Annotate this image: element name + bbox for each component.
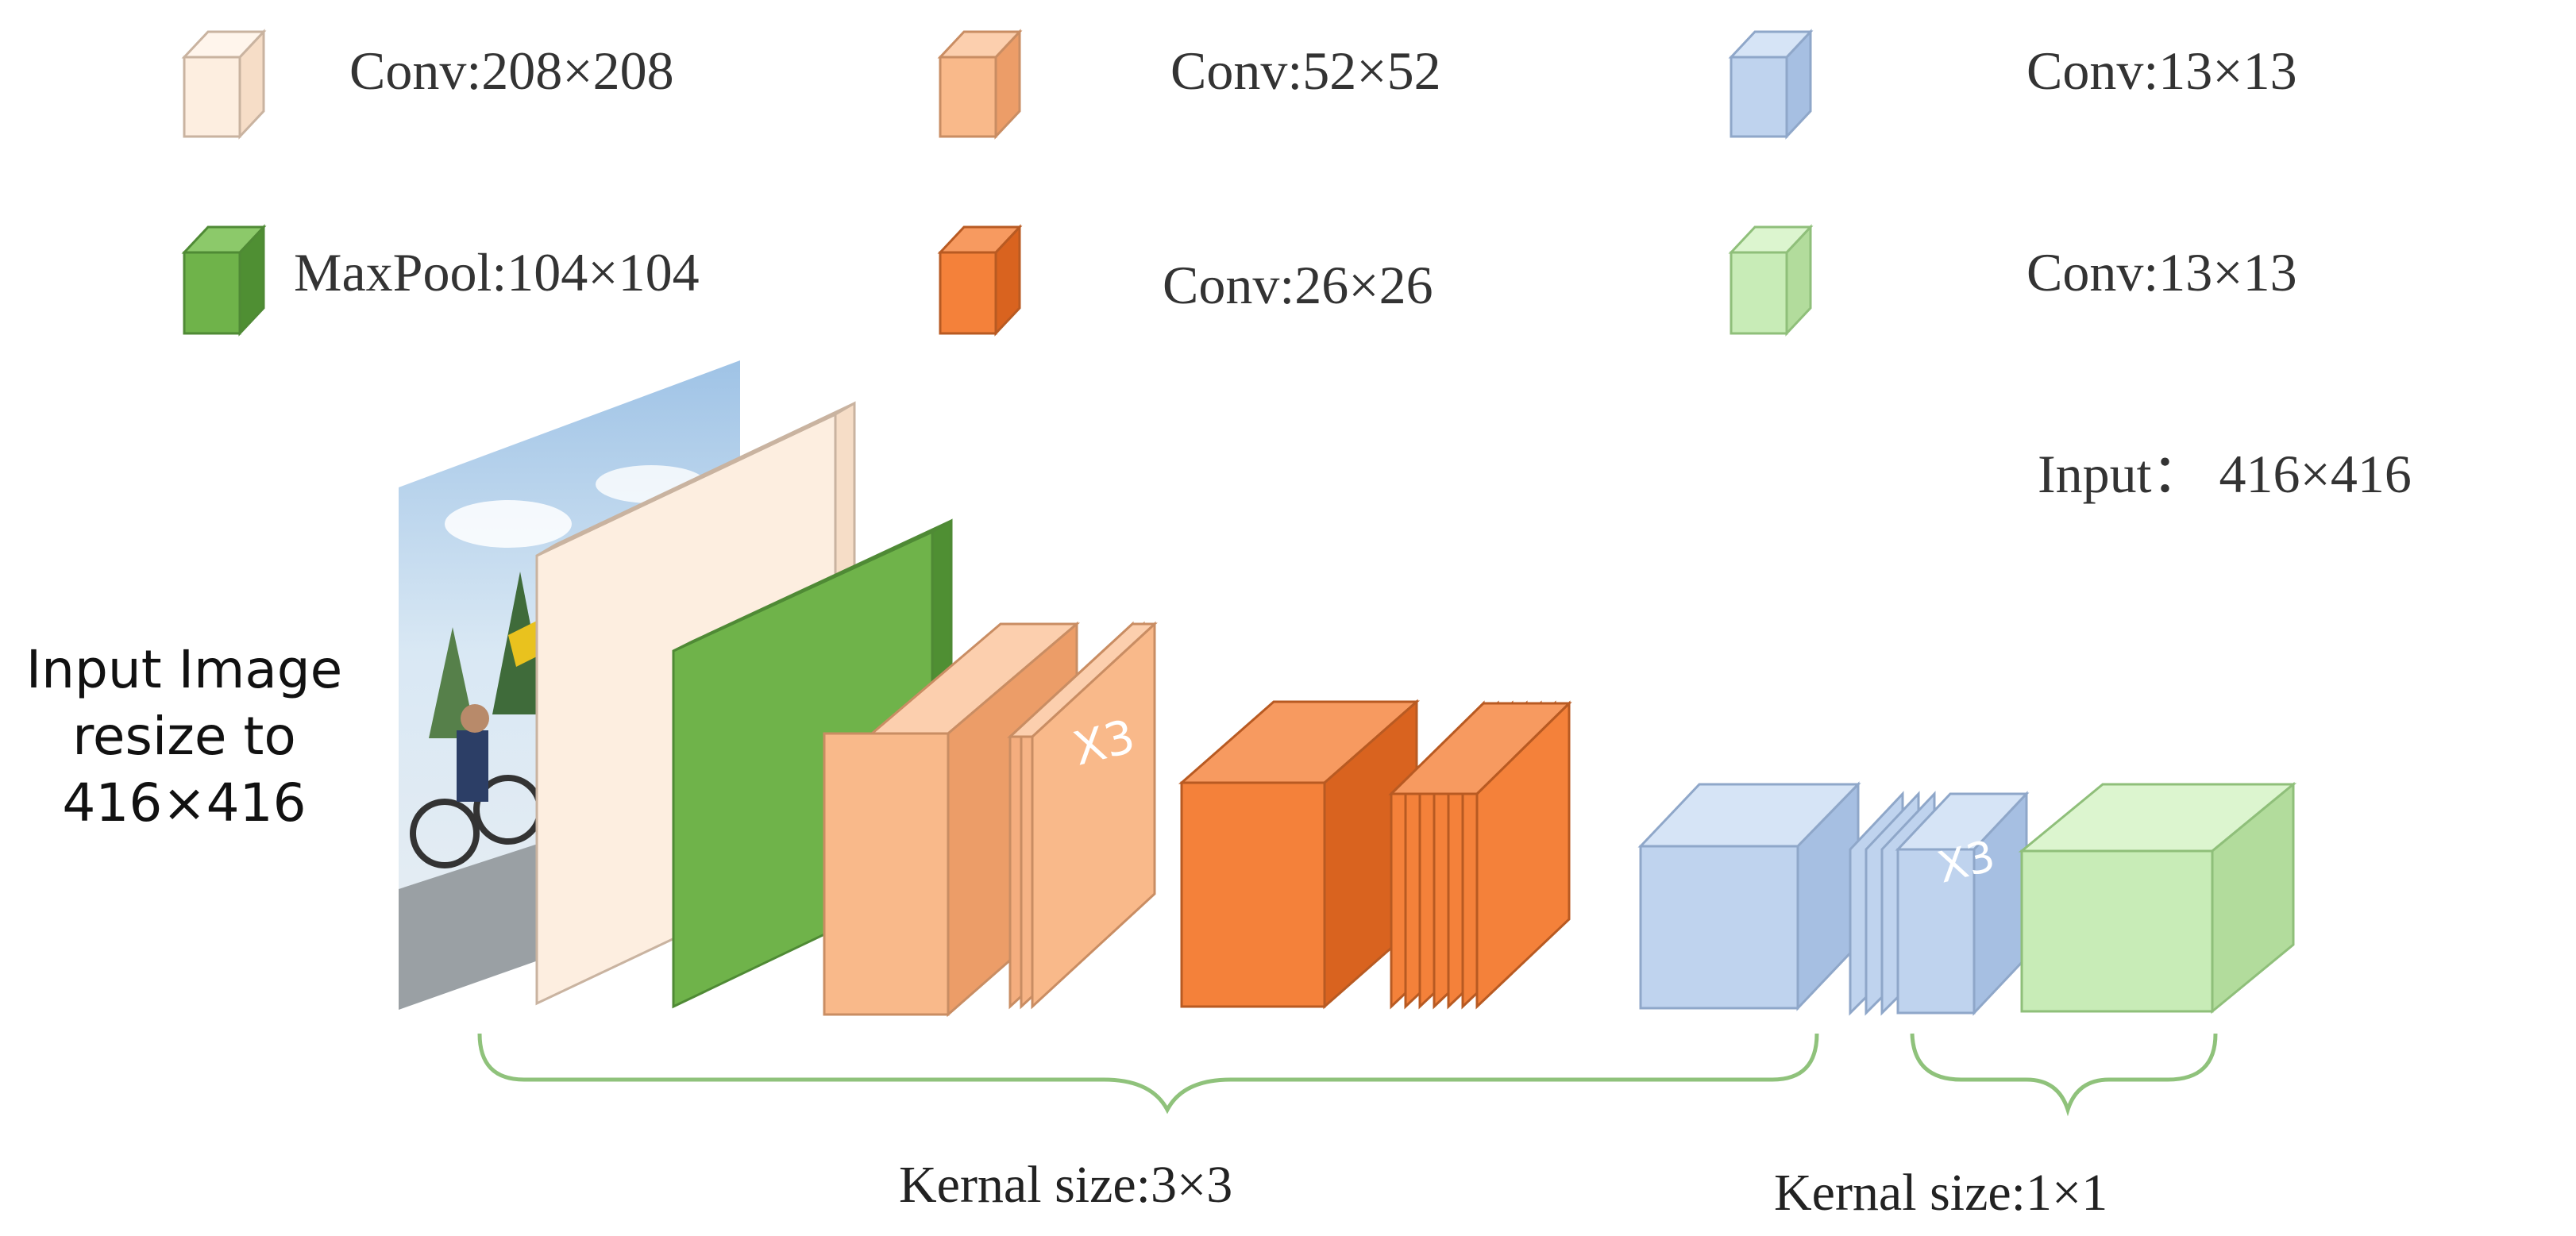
input-image-label-line2: resize to <box>72 706 296 767</box>
layer-conv26-stack: X7 <box>1388 700 1656 1010</box>
legend-label-conv13-green: Conv:13×13 <box>2026 242 2297 302</box>
kernel-label-1x1: Kernal size:1×1 <box>1774 1164 2107 1222</box>
input-image-label-line1: Input Image <box>26 639 343 700</box>
brace-kernel-3x3 <box>477 1033 1819 1115</box>
kernel-label-3x3: Kernal size:3×3 <box>899 1156 1232 1214</box>
legend-label-conv52: Conv:52×52 <box>1170 40 1441 101</box>
brace-kernel-1x1 <box>1910 1033 2218 1117</box>
legend-label-conv13-blue: Conv:13×13 <box>2026 40 2297 101</box>
legend-label-conv26: Conv:26×26 <box>1163 255 1433 315</box>
layer-conv52-stack: X3 <box>1007 621 1158 1010</box>
input-image-label: Input Image resize to 416×416 <box>26 639 343 834</box>
input-image-label-line3: 416×416 <box>62 772 306 834</box>
legend-swatch-conv52 <box>937 29 1023 140</box>
legend-label-maxpool: MaxPool:104×104 <box>294 242 700 302</box>
layer-conv13-green <box>2018 781 2297 1015</box>
layer-conv13-blue <box>1637 781 1861 1011</box>
repeat-label-conv26: X7 <box>1584 774 1656 841</box>
input-size-label: Input： 416×416 <box>2038 444 2412 504</box>
legend-swatch-maxpool <box>181 224 267 337</box>
layer-conv26 <box>1178 699 1420 1010</box>
legend-swatch-conv26 <box>937 224 1023 337</box>
legend: Conv:208×208 Conv:52×52 Conv:13×13 MaxPo… <box>181 29 2297 337</box>
legend-swatch-conv13-blue <box>1728 29 1814 140</box>
legend-label-conv208: Conv:208×208 <box>349 40 674 101</box>
layer-conv13-blue-stack: X3 <box>1849 791 2030 1016</box>
legend-swatch-conv208 <box>181 29 267 140</box>
legend-swatch-conv13-green <box>1728 224 1814 337</box>
